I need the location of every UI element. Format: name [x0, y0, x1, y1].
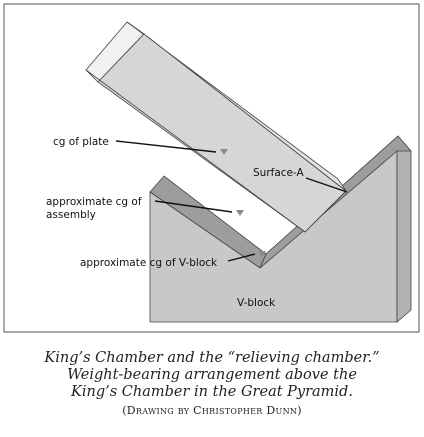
caption-line-1: King’s Chamber and the “relieving chambe…	[44, 350, 380, 366]
cg-assembly-marker	[236, 210, 244, 216]
caption-line-2: Weight-bearing arrangement above the	[67, 367, 357, 383]
vblock-side-face	[396, 150, 412, 323]
cg-vblock-label: approximate cg of V-block	[80, 257, 218, 269]
caption-credit: (Drawing by Christopher Dunn)	[122, 404, 302, 417]
cg-plate-marker	[220, 149, 228, 155]
vblock-label: V-block	[237, 297, 276, 309]
cg-assembly-leader	[154, 200, 233, 213]
cg-vblock-leader	[227, 253, 256, 262]
figure-caption: King’s Chamber and the “relieving chambe…	[0, 350, 424, 419]
cg-assembly-label-line2: assembly	[46, 209, 96, 221]
surface-a-leader	[305, 177, 348, 193]
cg-plate-leader	[115, 140, 217, 153]
plate-edge	[85, 69, 306, 233]
cg-vblock-marker	[258, 251, 266, 257]
caption-line-3: King’s Chamber in the Great Pyramid.	[71, 384, 353, 400]
cg-assembly-label-line1: approximate cg of	[46, 196, 142, 208]
surface-a-label: Surface-A	[253, 167, 305, 179]
cg-plate-label: cg of plate	[53, 136, 109, 148]
plate-contact-edge	[304, 190, 347, 233]
